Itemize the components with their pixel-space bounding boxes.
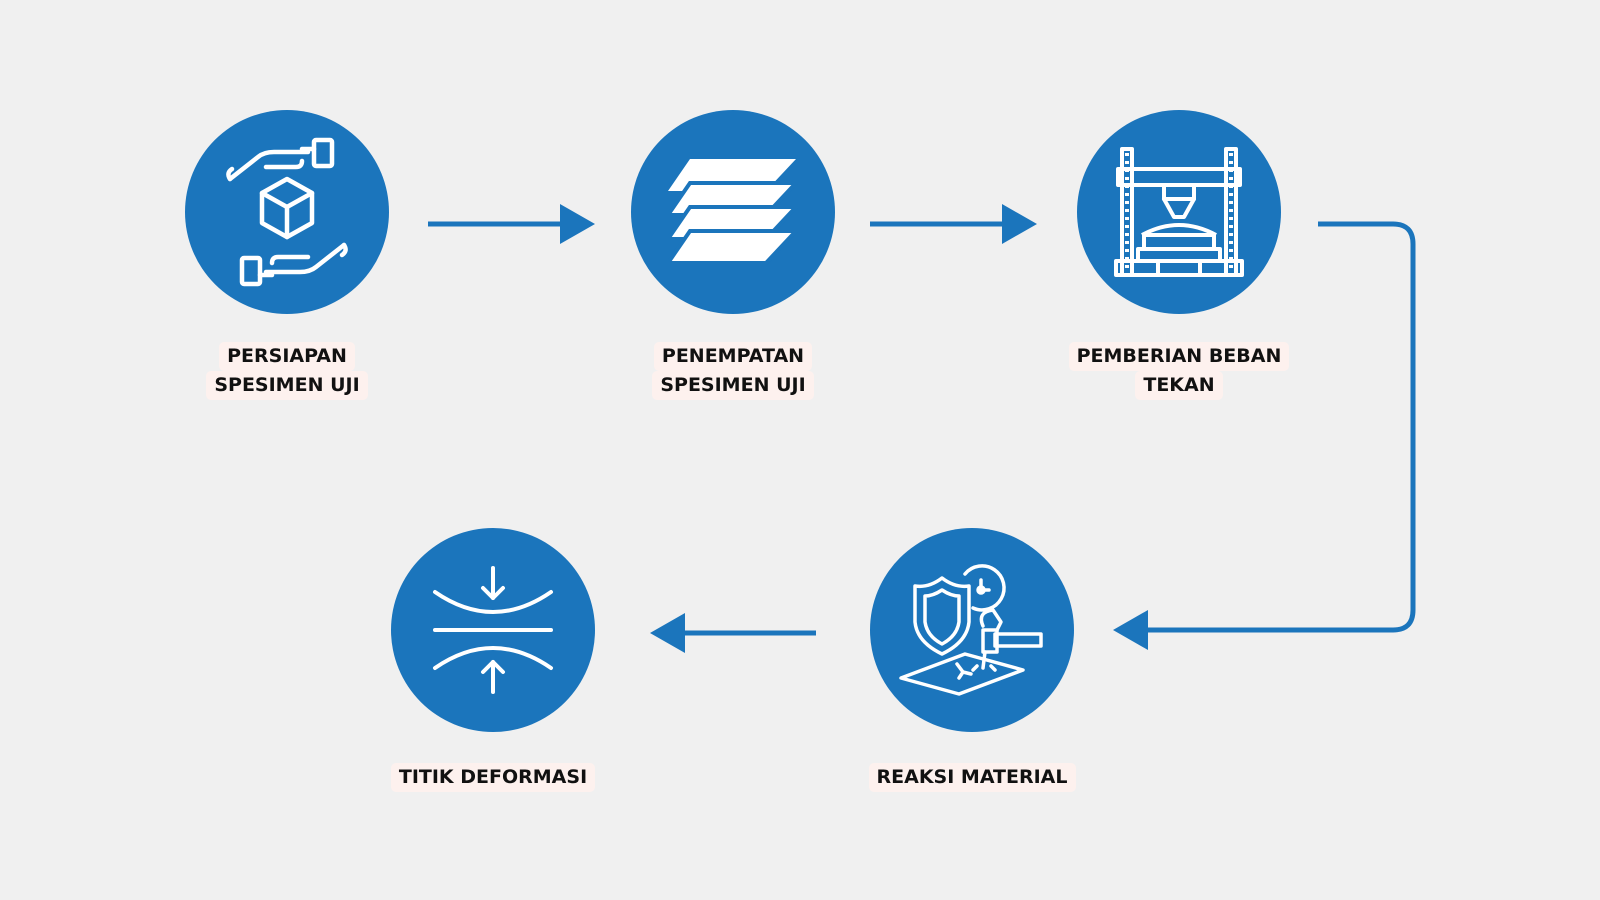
stacked-layers-icon	[668, 159, 798, 265]
arrow-step3-to-step4	[1113, 221, 1416, 650]
step-2-node	[631, 110, 835, 314]
step-5-label-line-1: TITIK DEFORMASI	[390, 763, 596, 792]
step-4-label-line-1: REAKSI MATERIAL	[868, 763, 1076, 792]
hands-cube-icon	[226, 137, 348, 287]
compression-arrows-icon	[433, 566, 553, 694]
step-1-node	[185, 110, 389, 314]
step-3-label: PEMBERIAN BEBAN TEKAN	[1019, 342, 1339, 400]
step-4-node	[870, 528, 1074, 732]
step-5-node	[391, 528, 595, 732]
step-5-label: TITIK DEFORMASI	[333, 763, 653, 792]
step-2-label: PENEMPATAN SPESIMEN UJI	[573, 342, 893, 400]
step-3-label-line-2: TEKAN	[1135, 371, 1223, 400]
step-1-label-line-1: PERSIAPAN	[219, 342, 355, 371]
shield-hammer-icon	[899, 564, 1043, 696]
step-3-node	[1077, 110, 1281, 314]
step-4-label: REAKSI MATERIAL	[812, 763, 1132, 792]
step-1-label-line-2: SPESIMEN UJI	[206, 371, 368, 400]
step-1-label: PERSIAPAN SPESIMEN UJI	[127, 342, 447, 400]
step-3-label-line-1: PEMBERIAN BEBAN	[1068, 342, 1290, 371]
step-2-label-line-2: SPESIMEN UJI	[652, 371, 814, 400]
hydraulic-press-icon	[1114, 147, 1244, 277]
step-2-label-line-1: PENEMPATAN	[653, 342, 813, 371]
